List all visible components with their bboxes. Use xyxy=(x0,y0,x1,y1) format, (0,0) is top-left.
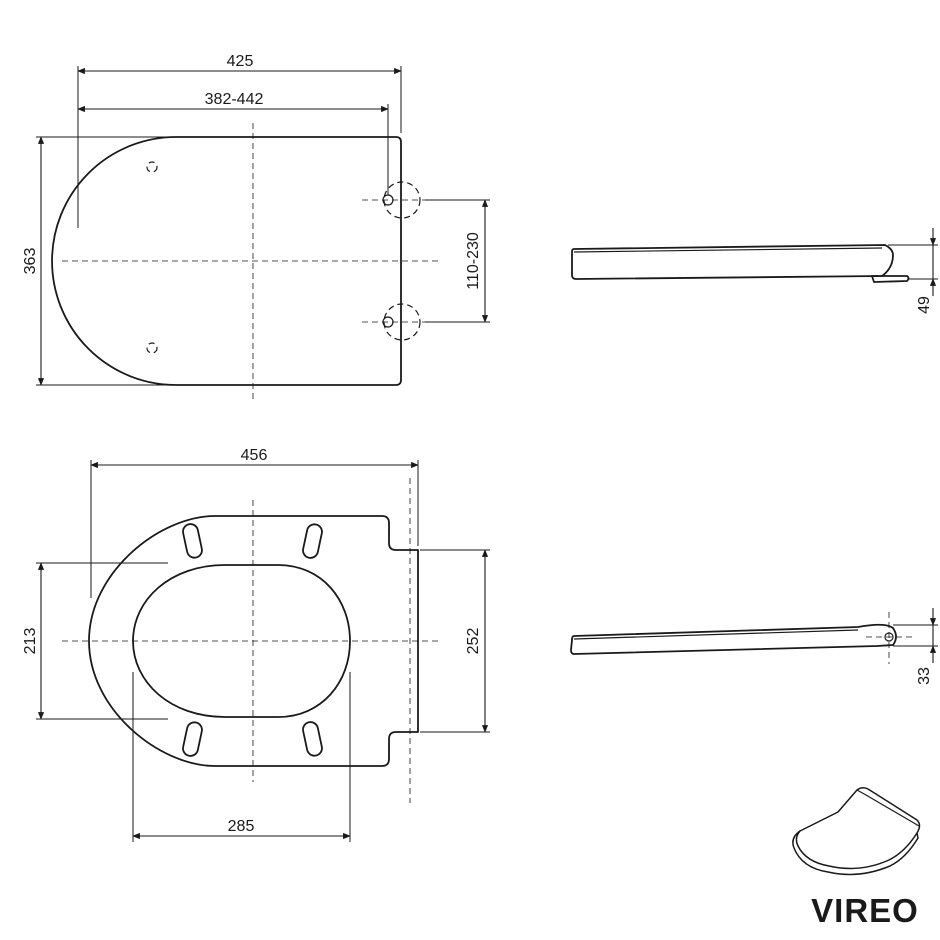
bottom-view-bumper xyxy=(302,721,323,757)
top-view-hinge-upper xyxy=(362,181,425,219)
bottom-view-bumper xyxy=(182,523,203,559)
bottom-view-seat-opening xyxy=(132,564,351,718)
top-view-hinge-lower xyxy=(362,303,425,341)
side-view-closed: 49 xyxy=(571,228,938,314)
dimension-overall-width-top: 425 xyxy=(227,53,254,70)
bottom-view-bumper xyxy=(182,721,203,757)
bottom-view-ring-outline xyxy=(88,515,419,767)
top-view: 425 382-442 363 110-230 xyxy=(22,53,490,403)
brand-logo: VIREO xyxy=(811,892,919,929)
top-view-bumper-marker xyxy=(146,161,158,173)
dimension-opening-width: 285 xyxy=(228,818,255,835)
dimension-height-open: 33 xyxy=(916,667,933,685)
side-view-closed-hinge xyxy=(871,275,910,283)
side-view-open-outline xyxy=(570,623,897,655)
dimension-opening-depth: 213 xyxy=(22,628,39,655)
side-view-open: 33 xyxy=(570,608,938,685)
bottom-view: 456 285 213 252 xyxy=(22,447,490,842)
dimension-depth-top: 363 xyxy=(22,248,39,275)
bottom-view-bumper xyxy=(302,523,323,559)
dimension-overall-width-bottom: 456 xyxy=(241,447,268,464)
dimension-fixing-hole-distance: 110-230 xyxy=(465,232,482,290)
side-view-closed-outline xyxy=(571,244,894,280)
dimension-height-closed: 49 xyxy=(916,296,933,314)
dimension-mounting-width: 252 xyxy=(465,628,482,655)
toilet-seat-3d-icon xyxy=(792,786,921,876)
top-view-bumper-marker xyxy=(146,342,158,354)
dimension-hinge-span: 382-442 xyxy=(205,91,264,108)
